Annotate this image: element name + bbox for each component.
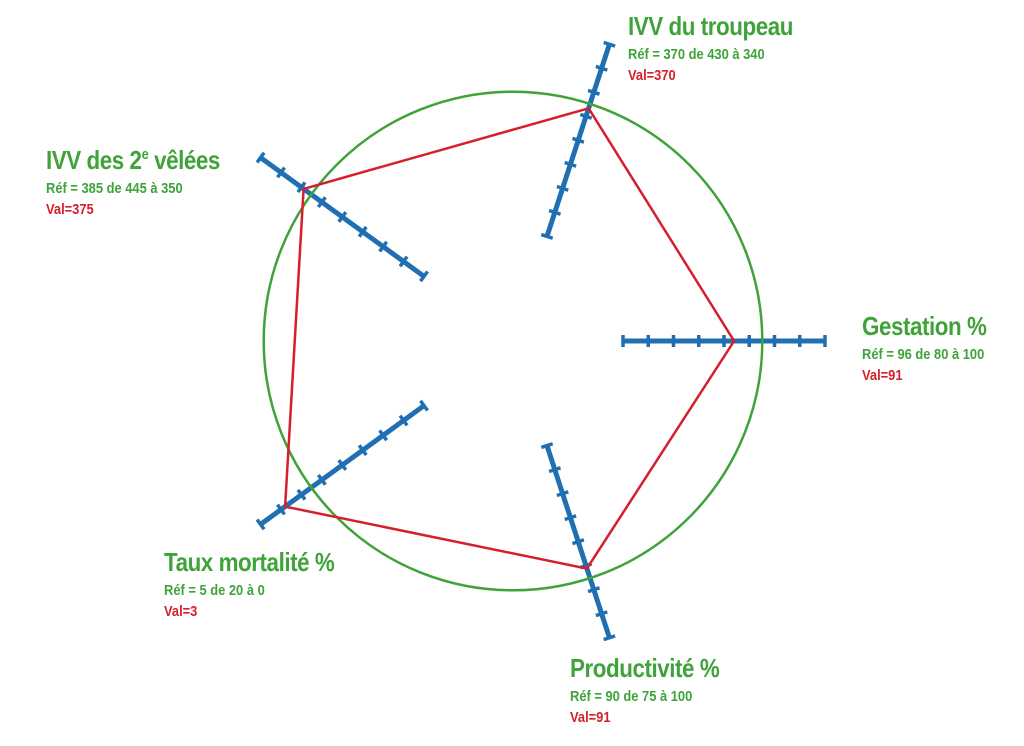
axis-tick <box>378 240 389 253</box>
axis-label-ivv-troupeau: IVV du troupeau Réf = 370 de 430 à 340 V… <box>628 11 820 85</box>
axis-tick <box>276 166 286 179</box>
axes-layer <box>255 40 827 642</box>
axis-title: IVV du troupeau <box>628 11 793 41</box>
axis-tick <box>419 399 429 412</box>
axis-reference-text: Réf = 90 de 75 à 100 <box>570 687 693 705</box>
axis-tick <box>603 40 616 48</box>
axis-tick <box>419 270 429 283</box>
axis-value-text: Val=375 <box>46 201 94 219</box>
axis-title: IVV des 2e vêlées <box>46 145 220 175</box>
axis-title: Productivité % <box>570 653 720 683</box>
axis-gestation <box>621 335 827 347</box>
axis-tick <box>378 429 389 442</box>
axis-tick <box>255 151 266 164</box>
reference-circle <box>262 90 764 592</box>
axis-value-text: Val=91 <box>862 367 903 385</box>
axis-value-text: Val=3 <box>164 603 198 621</box>
axis-tick <box>571 136 585 144</box>
axis-ivv-troupeau <box>540 40 616 240</box>
axis-value-text: Val=91 <box>570 709 611 727</box>
axis-reference-text: Réf = 96 de 80 à 100 <box>862 345 985 363</box>
value-polygon <box>283 106 736 570</box>
axis-tick <box>255 518 266 531</box>
axis-tick <box>316 473 327 486</box>
axis-tick <box>276 503 286 516</box>
axis-tick <box>548 466 562 474</box>
axis-tick <box>595 64 608 72</box>
axis-tick <box>587 88 601 96</box>
axis-reference-text: Réf = 5 de 20 à 0 <box>164 581 265 599</box>
axis-taux-mortalite <box>255 399 429 531</box>
axis-tick <box>540 232 554 240</box>
axis-tick <box>296 488 307 501</box>
axis-tick <box>564 160 577 168</box>
axis-tick <box>556 184 569 192</box>
axis-title: Taux mortalité % <box>164 547 335 577</box>
axis-tick <box>587 586 601 594</box>
axis-tick <box>540 442 554 450</box>
axis-tick <box>337 211 348 223</box>
axis-tick <box>357 444 368 457</box>
axis-label-taux-mortalite: Taux mortalité % Réf = 5 de 20 à 0 Val=3 <box>164 547 362 621</box>
axis-tick <box>556 490 569 498</box>
axis-tick <box>548 208 562 216</box>
axis-ivv-2e-velees <box>255 151 429 283</box>
axis-label-gestation: Gestation % Réf = 96 de 80 à 100 Val=91 <box>862 311 1007 385</box>
axis-tick <box>398 255 409 268</box>
axis-tick <box>316 196 327 209</box>
axis-tick <box>603 634 616 642</box>
axis-tick <box>564 514 577 522</box>
axis-tick <box>579 112 593 120</box>
axis-title: Gestation % <box>862 311 987 341</box>
axis-reference-text: Réf = 370 de 430 à 340 <box>628 45 765 63</box>
axis-tick <box>571 538 585 546</box>
axis-tick <box>296 181 307 194</box>
axis-tick <box>398 414 409 427</box>
axis-tick <box>357 225 368 238</box>
axis-label-productivite: Productivité % Réf = 90 de 75 à 100 Val=… <box>570 653 744 727</box>
axis-reference-text: Réf = 385 de 445 à 350 <box>46 179 183 197</box>
axis-label-ivv-2e-velees: IVV des 2e vêlées Réf = 385 de 445 à 350… <box>46 145 248 219</box>
axis-tick <box>337 459 348 471</box>
axis-value-text: Val=370 <box>628 67 676 85</box>
axis-tick <box>595 610 608 618</box>
